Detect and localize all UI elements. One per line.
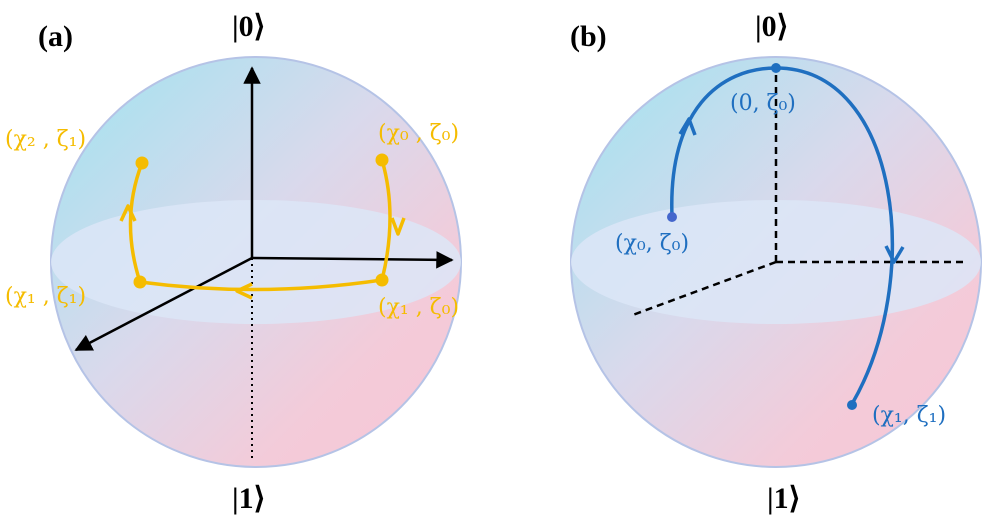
path-arrow-up bbox=[678, 117, 697, 136]
label-chi1-zeta1: (χ₁, ζ₁) bbox=[872, 403, 946, 428]
label-chi1-zeta1: (χ₁ , ζ₁) bbox=[5, 284, 86, 309]
path-arrow-up bbox=[119, 204, 137, 222]
panel-a-bottom-state: |1⟩ bbox=[232, 482, 265, 515]
label-chi2-zeta1: (χ₂ , ζ₁) bbox=[5, 127, 86, 152]
panel-b-top-state: |0⟩ bbox=[755, 10, 788, 43]
x-axis bbox=[629, 260, 777, 318]
point-chi1-zeta1 bbox=[847, 400, 857, 410]
path-arrow-down bbox=[390, 217, 406, 236]
x-axis bbox=[74, 256, 253, 352]
panel-a: (a) |0⟩ |1⟩ (χ₂ , ζ₁) (χ₀ , ζ₀) (χ₁ , ζ₁… bbox=[5, 10, 462, 515]
path-arrow-left bbox=[235, 282, 253, 300]
point-0-zeta0 bbox=[771, 63, 781, 73]
panel-b-bottom-state: |1⟩ bbox=[767, 482, 800, 515]
path-arrow-down bbox=[884, 245, 905, 264]
point-chi0-zeta0 bbox=[375, 153, 389, 167]
label-chi1-zeta0: (χ₁ , ζ₀) bbox=[378, 295, 459, 320]
y-axis bbox=[251, 251, 454, 269]
panel-a-label: (a) bbox=[38, 20, 73, 53]
point-chi2-zeta1 bbox=[135, 156, 149, 170]
equator-plane bbox=[51, 200, 461, 324]
panel-b: (b) |0⟩ |1⟩ (0, ζ₀) (χ₀, ζ₀) (χ₁, ζ₁) bbox=[570, 10, 982, 515]
point-chi1-zeta0 bbox=[375, 273, 389, 287]
label-chi0-zeta0: (χ₀ , ζ₀) bbox=[378, 121, 459, 146]
point-chi0-zeta0 bbox=[667, 212, 677, 222]
evolution-path bbox=[128, 159, 392, 292]
label-0-zeta0: (0, ζ₀) bbox=[730, 91, 796, 116]
panel-a-top-state: |0⟩ bbox=[232, 10, 265, 43]
label-chi0-zeta0: (χ₀, ζ₀) bbox=[615, 231, 689, 256]
point-chi1-zeta1 bbox=[133, 275, 147, 289]
panel-b-label: (b) bbox=[570, 20, 607, 53]
